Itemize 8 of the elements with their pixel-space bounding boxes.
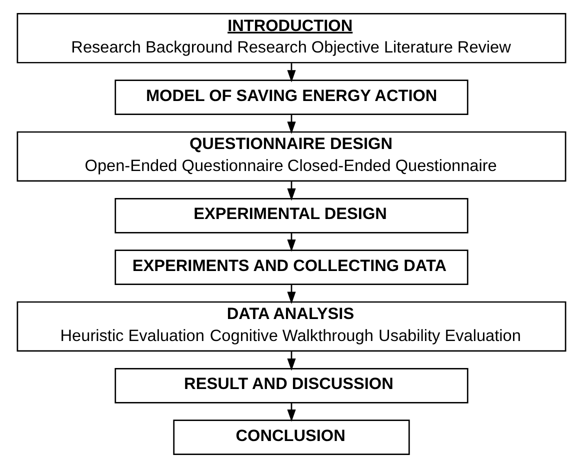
node-box: INTRODUCTION Research Background Research Objective Literature Review [16,12,566,64]
node-box: DATA ANALYSIS Heuristic Evaluation Cognitive Walkthrough Usability Evaluation [16,301,566,352]
node-box: CONCLUSION [172,420,410,456]
node-box: QUESTIONNAIRE DESIGN Open-Ended Questionnaire Closed-Ended Questionnaire [16,131,566,182]
node-box: EXPERIMENTAL DESIGN [114,198,468,234]
node-box: MODEL OF SAVING ENERGY ACTION [114,80,468,115]
node-box: EXPERIMENTS AND COLLECTING DATA [114,250,468,285]
node-box: RESULT AND DISCUSSION [114,368,468,404]
